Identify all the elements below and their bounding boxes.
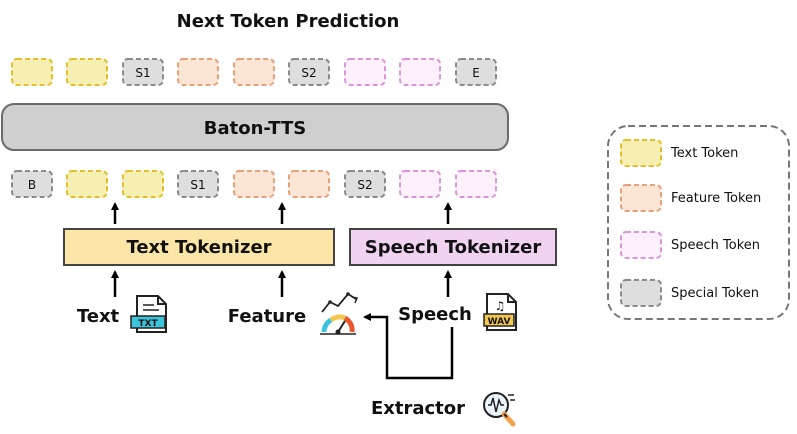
output-token-row: S1 S2 E [11, 58, 497, 86]
text-tokenizer-label: Text Tokenizer [126, 237, 271, 258]
extractor-magnifier-icon [483, 392, 516, 427]
output-end-label: E [472, 66, 480, 80]
legend-special-swatch [620, 279, 662, 307]
input-feature-token [233, 170, 275, 198]
feature-gauge-icon [320, 292, 359, 335]
input-begin-label: B [28, 178, 36, 192]
output-text-token [66, 58, 108, 86]
output-speech-token [399, 58, 441, 86]
input-special-token-s1 [177, 170, 219, 198]
wav-badge: WAV [488, 317, 511, 327]
input-feature-token [288, 170, 330, 198]
baton-tts-label: Baton-TTS [204, 118, 306, 139]
input-feature-label: Feature [228, 306, 306, 327]
output-special-token-s2 [288, 58, 330, 86]
input-s1-label: S1 [190, 178, 205, 192]
legend-box [607, 125, 790, 320]
input-token-row: B S1 S2 [11, 170, 497, 198]
input-special-token-s2 [344, 170, 386, 198]
output-s1-label: S1 [135, 66, 150, 80]
input-special-token-begin [11, 170, 53, 198]
input-speech-token [399, 170, 441, 198]
legend-feature-swatch [620, 184, 662, 212]
output-feature-token [177, 58, 219, 86]
legend-speech-token-label: Speech Token [671, 238, 760, 253]
input-speech-label: Speech [398, 304, 472, 325]
output-speech-token [344, 58, 386, 86]
speech-tokenizer-box [349, 228, 557, 266]
input-text-label: Text [77, 306, 120, 327]
output-special-token-end [455, 58, 497, 86]
output-s2-label: S2 [301, 66, 316, 80]
output-text-token [11, 58, 53, 86]
txt-file-icon: TXT [130, 295, 167, 333]
legend-speech-swatch [620, 231, 662, 259]
baton-tts-model-bar [1, 103, 509, 151]
txt-badge: TXT [138, 319, 158, 329]
input-s2-label: S2 [357, 178, 372, 192]
input-speech-token [455, 170, 497, 198]
speech-tokenizer-label: Speech Tokenizer [365, 237, 542, 258]
legend-text-swatch [620, 139, 662, 167]
output-special-token-s1 [122, 58, 164, 86]
output-feature-token [233, 58, 275, 86]
input-text-token [122, 170, 164, 198]
diagram-title: Next Token Prediction [177, 11, 400, 32]
legend-special-token-label: Special Token [671, 286, 759, 301]
music-note-icon: ♫ [495, 299, 506, 313]
wav-file-icon: ♫ WAV [483, 293, 517, 331]
legend-text-token-label: Text Token [670, 146, 738, 161]
input-text-token [66, 170, 108, 198]
extractor-label: Extractor [371, 398, 465, 419]
speech-to-extractor-line [363, 313, 454, 380]
legend-feature-token-label: Feature Token [671, 191, 761, 206]
text-tokenizer-box [63, 228, 335, 266]
